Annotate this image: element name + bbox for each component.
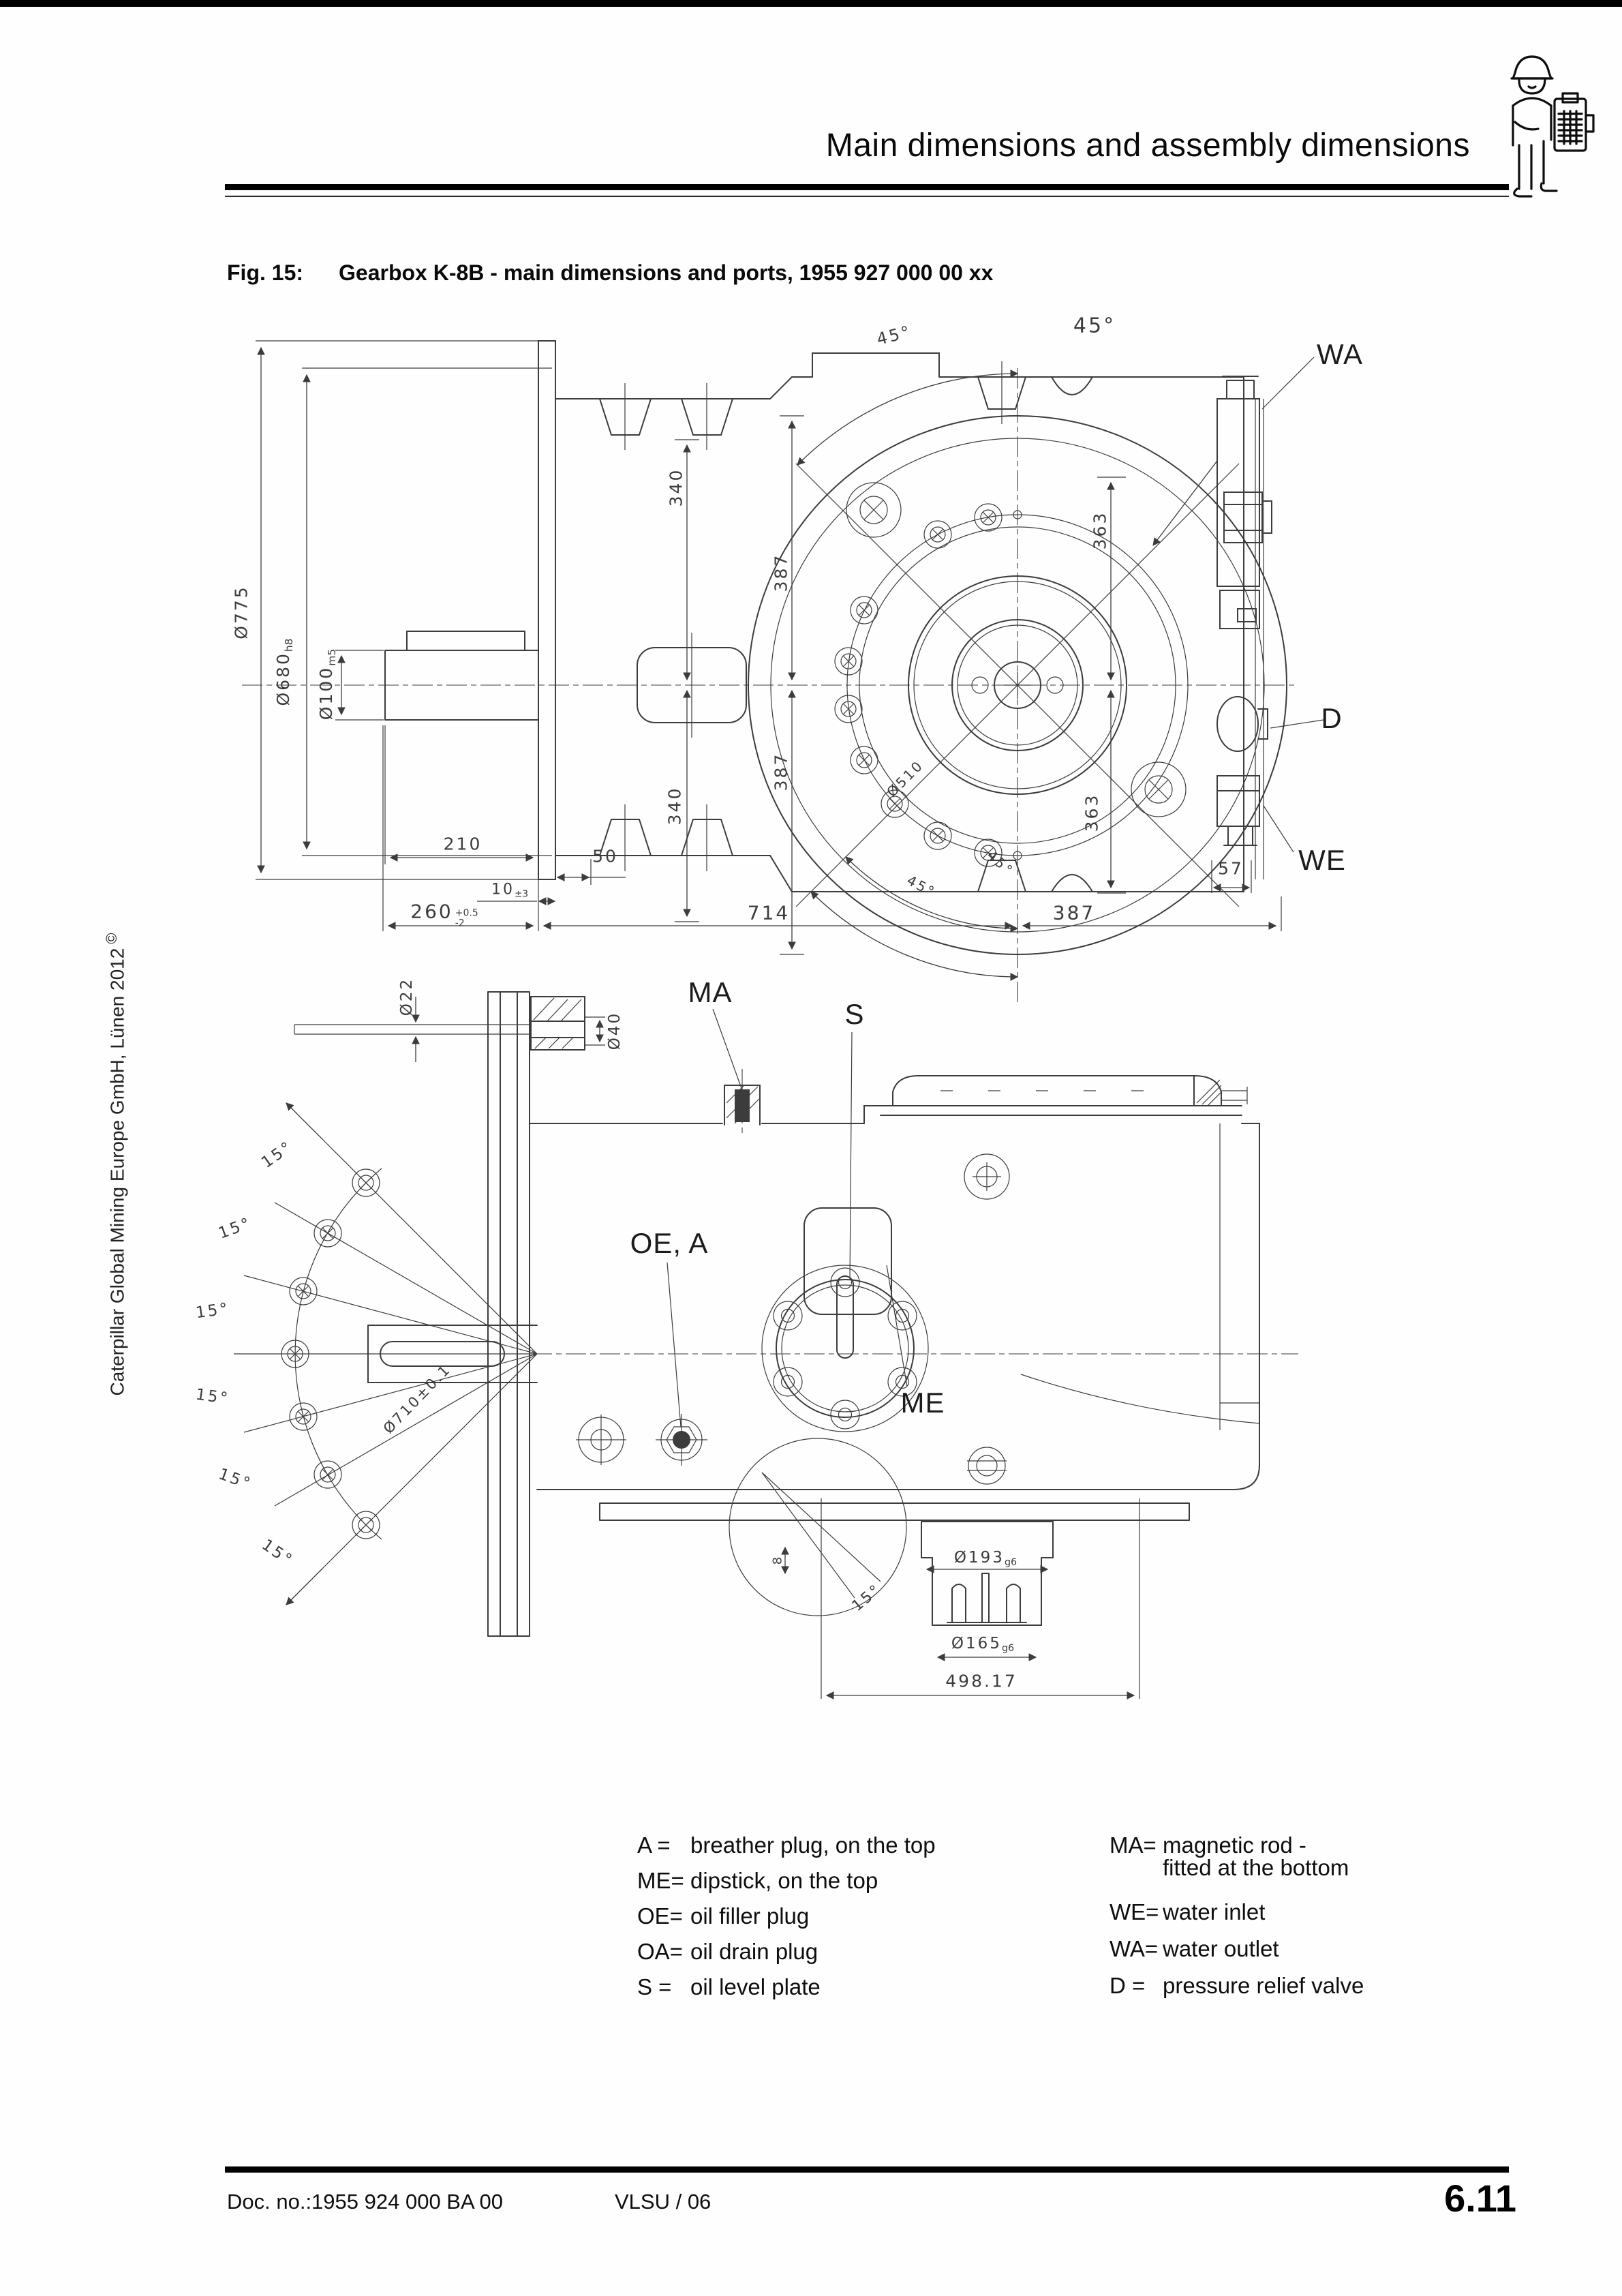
legend-key: D = (1110, 1973, 1146, 1998)
dim-dia165: Ø165g6 (951, 1634, 1015, 1655)
legend-desc: oil level plate (690, 1974, 821, 1999)
legend-item-oe: OE= oil filler plug (637, 1903, 809, 1929)
legend-item-me: ME=dipstick, on the top (637, 1868, 878, 1894)
dim-45deg-topright: 45° (1073, 314, 1116, 338)
dim-387-horizontal: 387 (1052, 901, 1096, 924)
callout-water-outlet-wa: WA (1316, 338, 1364, 370)
dim-57: 57 (1218, 858, 1244, 879)
callout-magnetic-rod-ma: MA (688, 976, 733, 1008)
legend-key: A = (637, 1832, 671, 1858)
dim-363-bottom: 363 (1082, 793, 1102, 832)
footer-version: VLSU / 06 (615, 2190, 711, 2214)
footer-rule (225, 2166, 1509, 2173)
dim-387-top: 387 (771, 553, 791, 592)
legend-desc: pressure relief valve (1163, 1973, 1364, 1998)
legend-key: OE= (637, 1903, 683, 1929)
dim-498-17: 498.17 (945, 1671, 1017, 1691)
legend-item-oa: OA= oil drain plug (637, 1939, 818, 1965)
dim-dia680: Ø680h8 (273, 638, 295, 706)
worker-clipboard-icon (1510, 55, 1595, 198)
figure-caption: Gearbox K-8B - main dimensions and ports… (339, 260, 994, 285)
dim-dia22: Ø22 (398, 977, 416, 1016)
dim-8: 8 (770, 1554, 785, 1565)
legend-desc: water outlet (1163, 1936, 1279, 1961)
page-number: 6.11 (1444, 2177, 1516, 2220)
legend-key: WE= (1110, 1899, 1159, 1924)
legend-desc: water inlet (1163, 1899, 1266, 1924)
legend-item-s: S = oil level plate (637, 1974, 821, 2000)
top-drawing-gearbox-side-and-end-view (242, 340, 1324, 1002)
legend-item-ma-line2: fitted at the bottom (1163, 1855, 1349, 1881)
dim-260: 260+0.5-2 (410, 900, 478, 928)
dim-714: 714 (747, 901, 791, 924)
legend-key: WA= (1110, 1936, 1159, 1961)
legend-item-ma: MA=magnetic rod - (1110, 1832, 1306, 1858)
callout-oil-level-plate-s: S (844, 998, 865, 1030)
dim-dia100: Ø100m5 (316, 648, 338, 721)
header-rule-thin (225, 196, 1509, 197)
legend-item-we: WE=water inlet (1110, 1899, 1265, 1925)
legend-desc: fitted at the bottom (1163, 1855, 1349, 1880)
legend-key: OA= (637, 1939, 683, 1964)
legend-desc: breather plug, on the top (690, 1832, 936, 1858)
callout-dipstick-me: ME (900, 1387, 945, 1419)
dim-dia193: Ø193g6 (953, 1548, 1017, 1569)
dim-10: 10±3 (491, 881, 529, 900)
footer-doc-number: Doc. no.:1955 924 000 BA 00 (227, 2190, 504, 2214)
legend-key: ME= (637, 1868, 684, 1893)
dim-340-bottom: 340 (664, 786, 685, 826)
legend-key: MA= (1110, 1832, 1157, 1858)
legend-item-a: A = breather plug, on the top (637, 1832, 936, 1858)
callout-oil-filler-breather-oe-a: OE, A (630, 1227, 709, 1259)
dim-dia775: Ø775 (231, 585, 251, 639)
dim-387-bottom: 387 (771, 752, 791, 791)
dim-340-top: 340 (666, 468, 686, 507)
page-title: Main dimensions and assembly dimensions (825, 127, 1470, 164)
dim-210: 210 (443, 834, 483, 854)
dim-dia40: Ø40 (606, 1011, 624, 1051)
legend-key: S = (637, 1974, 672, 1999)
figure-label: Fig. 15: (227, 260, 304, 285)
callout-pressure-relief-d: D (1321, 702, 1343, 734)
header-rule (225, 184, 1509, 190)
legend-desc: oil drain plug (690, 1939, 818, 1964)
bottom-drawing-gearbox-top-view (234, 991, 1298, 1700)
legend-item-wa: WA=water outlet (1110, 1936, 1279, 1962)
legend-item-d: D = pressure relief valve (1110, 1973, 1364, 1999)
scan-edge-artifact (0, 0, 1622, 7)
legend-desc: magnetic rod - (1163, 1832, 1306, 1858)
legend-desc: oil filler plug (690, 1903, 810, 1929)
legend-desc: dipstick, on the top (690, 1868, 878, 1893)
callout-water-inlet-we: WE (1298, 844, 1346, 876)
dim-363-top: 363 (1090, 511, 1110, 550)
dim-50: 50 (592, 846, 618, 866)
